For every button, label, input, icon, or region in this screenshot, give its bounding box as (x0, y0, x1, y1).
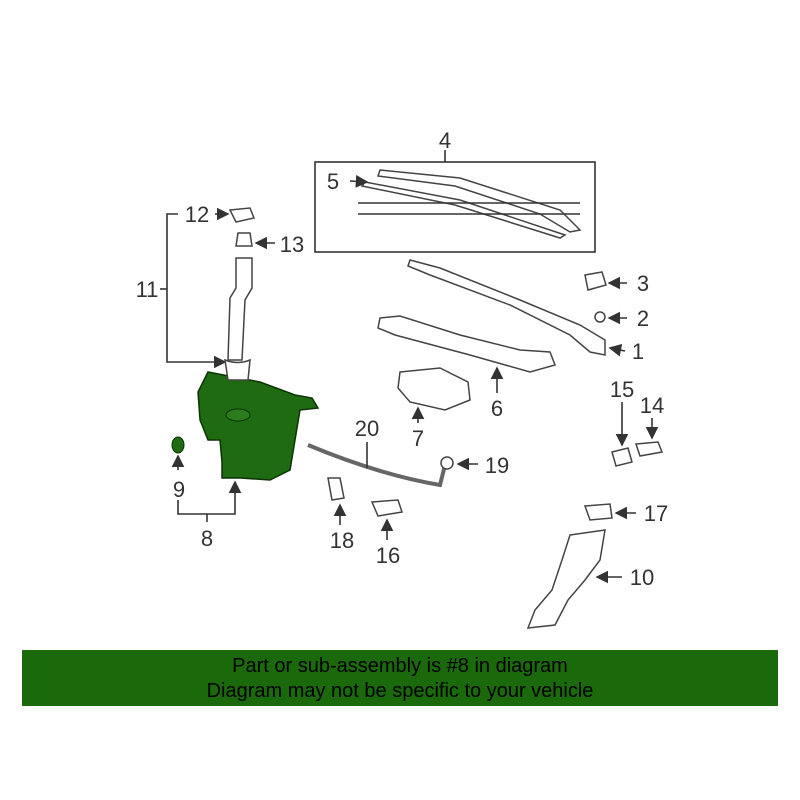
banner-line-1: Part or sub-assembly is #8 in diagram (232, 655, 568, 677)
bracket (526, 529, 606, 629)
wiper-motor (397, 367, 471, 411)
callout-20: 20 (355, 416, 379, 441)
callout-1: 1 (632, 339, 644, 364)
callout-10: 10 (630, 565, 654, 590)
wiper-arm (407, 259, 606, 356)
filler-cap (235, 232, 253, 247)
callout-4: 4 (439, 128, 451, 153)
nozzle (440, 456, 454, 470)
callout-9: 9 (173, 477, 185, 502)
callout-18: 18 (330, 528, 354, 553)
grommet (611, 447, 633, 467)
washer-hose (307, 443, 447, 488)
callout-14: 14 (640, 393, 664, 418)
nut (594, 311, 606, 323)
wiper-blade-group (314, 150, 596, 253)
callout-15: 15 (610, 377, 634, 402)
callout-6: 6 (491, 396, 503, 421)
callout-13: 13 (280, 232, 304, 257)
callout-8: 8 (201, 526, 213, 551)
banner-line-2: Diagram may not be specific to your vehi… (206, 680, 594, 702)
washer-tank (197, 371, 320, 481)
callout-5: 5 (327, 169, 339, 194)
washer-pump (370, 499, 403, 517)
filler-cap-top (228, 207, 256, 223)
callout-2: 2 (637, 306, 649, 331)
wiper-linkage (377, 315, 556, 373)
check-valve (634, 441, 664, 457)
info-banner: Part or sub-assembly is #8 in diagram Di… (22, 650, 778, 706)
pump (583, 503, 613, 521)
clip (327, 477, 345, 501)
grommet-9 (171, 436, 185, 454)
callout-12: 12 (185, 202, 209, 227)
callout-16: 16 (376, 543, 400, 568)
callout-3: 3 (637, 271, 649, 296)
callout-19: 19 (485, 453, 509, 478)
callout-7: 7 (412, 426, 424, 451)
cap (584, 271, 607, 291)
filler-neck (227, 257, 253, 361)
callout-17: 17 (644, 501, 668, 526)
callout-11: 11 (136, 277, 159, 302)
